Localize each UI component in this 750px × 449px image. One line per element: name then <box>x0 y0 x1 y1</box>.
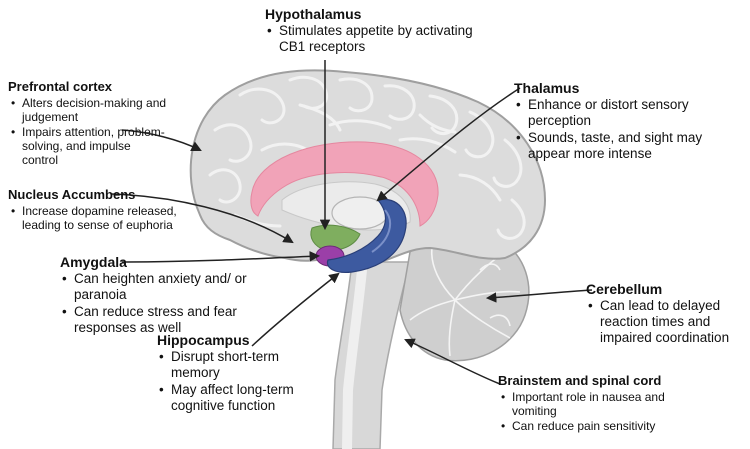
thalamus-pointer <box>376 87 521 202</box>
brainstem-pointer <box>404 338 501 385</box>
nucleus-accumbens-effects: Increase dopamine released, leading to s… <box>8 204 178 232</box>
amygdala-effect-1: Can heighten anxiety and/ or paranoia <box>60 271 250 303</box>
thalamus-effects: Enhance or distort sensory perception So… <box>514 97 714 162</box>
amygdala-effects: Can heighten anxiety and/ or paranoia Ca… <box>60 271 250 336</box>
hippocampus-effect-2: May affect long-term cognitive function <box>157 382 327 414</box>
hippocampus-title: Hippocampus <box>157 332 250 348</box>
amygdala-title: Amygdala <box>60 254 127 270</box>
cerebellum-pointer <box>485 289 593 303</box>
cerebellum-folia <box>409 247 521 357</box>
cerebellum-title: Cerebellum <box>586 281 663 297</box>
nucleus-accumbens-label: Nucleus Accumbens Increase dopamine rele… <box>8 187 178 232</box>
hippocampus-highlight <box>371 209 392 253</box>
brainstem-effect-1: Important role in nausea and vomiting <box>498 390 678 418</box>
hypothalamus-effects: Stimulates appetite by activating CB1 re… <box>265 23 485 55</box>
brainstem-label: Brainstem and spinal cord Important role… <box>498 373 678 433</box>
hippocampus-effect-1: Disrupt short-term memory <box>157 349 327 381</box>
hippocampus-pointer <box>251 272 340 347</box>
thalamus-effect-2: Sounds, taste, and sight may appear more… <box>514 130 714 162</box>
cerebellum-label: Cerebellum Can lead to delayed reaction … <box>586 281 746 346</box>
spinal-cord-highlight <box>342 265 367 449</box>
amygdala-pointer <box>121 251 321 263</box>
hippocampus-effects: Disrupt short-term memory May affect lon… <box>157 349 327 414</box>
prefrontal-cortex-label: Prefrontal cortex Alters decision-making… <box>8 79 168 167</box>
nucleus-accumbens-shape <box>310 224 361 251</box>
nucleus-accumbens-pointer <box>111 193 294 244</box>
hippocampus-shape <box>326 198 407 273</box>
thalamus-effect-1: Enhance or distort sensory perception <box>514 97 714 129</box>
prefrontal-effect-2: Impairs attention, problem-solving, and … <box>8 125 168 167</box>
cerebellum-effects: Can lead to delayed reaction times and i… <box>586 298 746 346</box>
hypothalamus-effect: Stimulates appetite by activating CB1 re… <box>265 23 485 55</box>
cerebellum-effect: Can lead to delayed reaction times and i… <box>586 298 746 346</box>
hippocampus-label: Hippocampus Disrupt short-term memory Ma… <box>157 332 327 414</box>
nucleus-accumbens-title: Nucleus Accumbens <box>8 187 136 202</box>
thalamus-title: Thalamus <box>514 80 580 96</box>
brainstem-title: Brainstem and spinal cord <box>498 373 662 388</box>
prefrontal-cortex-effects: Alters decision-making and judgement Imp… <box>8 96 168 167</box>
cortex-gyri <box>208 75 526 240</box>
amygdala-label: Amygdala Can heighten anxiety and/ or pa… <box>60 254 250 336</box>
thalamus-label: Thalamus Enhance or distort sensory perc… <box>514 80 714 162</box>
prefrontal-effect-1: Alters decision-making and judgement <box>8 96 168 124</box>
hypothalamus-title: Hypothalamus <box>265 6 362 22</box>
brainstem-effect-2: Can reduce pain sensitivity <box>498 419 678 433</box>
corpus-callosum <box>250 141 439 227</box>
nucleus-accumbens-effect: Increase dopamine released, leading to s… <box>8 204 178 232</box>
amygdala-effect-2: Can reduce stress and fear responses as … <box>60 304 250 336</box>
hypothalamus-label: Hypothalamus Stimulates appetite by acti… <box>265 6 485 55</box>
brainstem-effects: Important role in nausea and vomiting Ca… <box>498 390 678 433</box>
prefrontal-cortex-title: Prefrontal cortex <box>8 79 113 94</box>
